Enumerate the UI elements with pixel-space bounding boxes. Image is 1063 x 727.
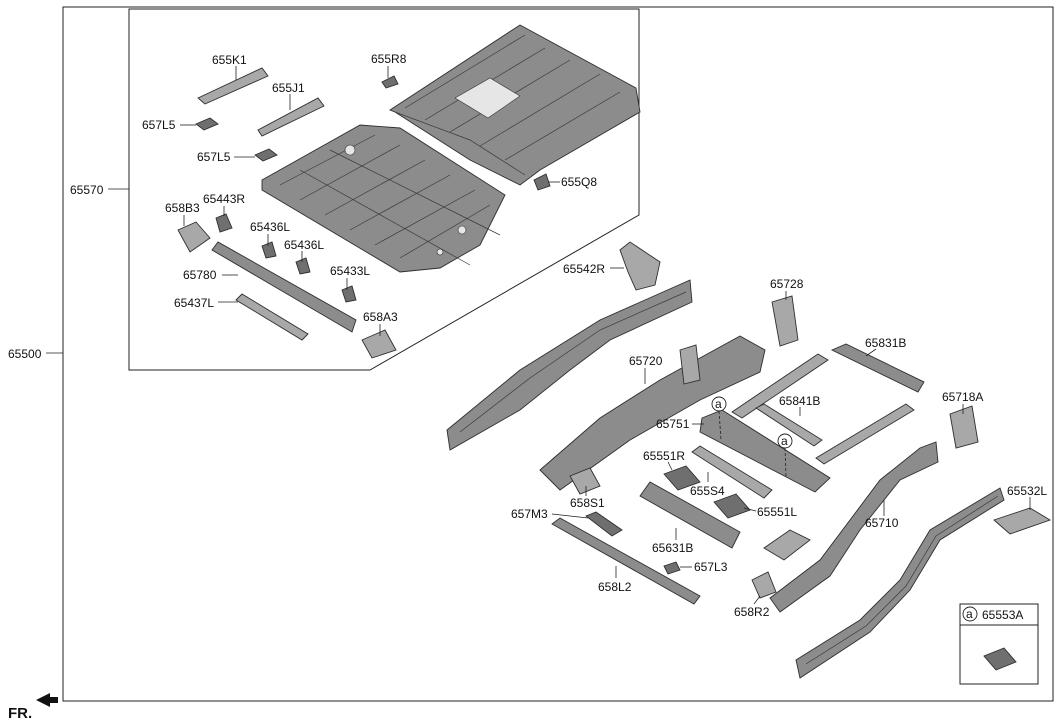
front-label: FR. [8,705,32,722]
part-658R2 [751,571,777,599]
label-65443R: 65443R [203,192,245,206]
outer-frame [62,6,1054,702]
label-65831B: 65831B [865,336,906,350]
label-65710: 65710 [865,516,899,530]
label-65570: 65570 [70,183,104,197]
label-65500: 65500 [8,347,42,361]
label-658A3: 658A3 [363,310,398,324]
label-65436L-b: 65436L [284,238,324,252]
label-65720: 65720 [629,354,663,368]
label-655S4: 655S4 [690,484,725,498]
label-658R2: 658R2 [734,605,770,619]
callout-a-text-3: a [966,607,973,621]
part-65728 [771,295,799,347]
label-65751: 65751 [656,417,690,431]
part-657L5-b [254,148,278,162]
callout-a-text-1: a [715,397,722,411]
label-65551L: 65551L [757,505,797,519]
callout-a-text-2: a [781,434,788,448]
front-direction-indicator: FR. [8,693,58,722]
part-65780 [211,241,357,333]
label-65532L: 65532L [1007,484,1047,498]
part-65436L-b [295,257,311,275]
label-65433L: 65433L [330,264,370,278]
label-655J1: 655J1 [272,81,305,95]
part-65436L-a [261,241,277,259]
label-65841B: 65841B [779,394,820,408]
legend-box: a 65553A [959,603,1039,685]
inner-assembly-frame [128,8,640,371]
label-65551R: 65551R [643,449,685,463]
label-655R8: 655R8 [371,52,407,66]
part-655S4 [691,445,773,499]
part-65542R [619,241,661,291]
part-657M3 [585,511,623,537]
part-65831B [830,343,925,393]
label-658S1: 658S1 [570,496,605,510]
label-65437L: 65437L [174,296,214,310]
part-65553A [983,647,1017,671]
part-657L3 [663,561,681,575]
left-side-rail [446,279,693,451]
part-65720 [539,335,766,491]
right-side-rail [795,487,1005,679]
right-crossmember [815,403,915,465]
part-65631B [639,481,741,549]
part-65841B [755,403,823,447]
label-65780: 65780 [183,268,217,282]
part-65718A [949,405,979,449]
part-658B3 [177,221,211,253]
part-65437L [235,293,309,341]
part-65551L [713,493,751,519]
label-65436L-a: 65436L [250,220,290,234]
label-657L3: 657L3 [694,560,728,574]
part-658L2 [551,517,701,605]
front-arrow-icon [36,693,58,707]
part-658A3 [361,329,397,359]
label-65553A: 65553A [982,608,1023,622]
upper-crossmember [731,353,829,419]
label-65718A: 65718A [942,390,983,404]
label-657L5-a: 657L5 [142,118,176,132]
label-65631B: 65631B [652,541,693,555]
part-65443R [215,213,233,233]
label-65542R: 65542R [563,262,605,276]
part-655J1 [257,97,325,137]
part-655Q8 [533,173,551,191]
part-657L5-a [195,117,219,131]
part-65551R [663,465,701,491]
label-657L5-b: 657L5 [197,150,231,164]
part-65710 [769,441,939,613]
part-65532L [993,507,1052,535]
part-65433L [341,285,357,303]
label-655Q8: 655Q8 [561,175,597,189]
rear-floor-upper-panel [389,24,641,186]
center-floor-panel [261,124,506,273]
label-658B3: 658B3 [165,201,200,215]
label-658L2: 658L2 [598,580,632,594]
label-657M3: 657M3 [511,507,548,521]
part-655K1 [197,67,269,105]
part-655R8 [381,75,399,89]
label-65728: 65728 [770,277,804,291]
label-655K1: 655K1 [212,53,247,67]
part-658S1 [569,467,601,495]
